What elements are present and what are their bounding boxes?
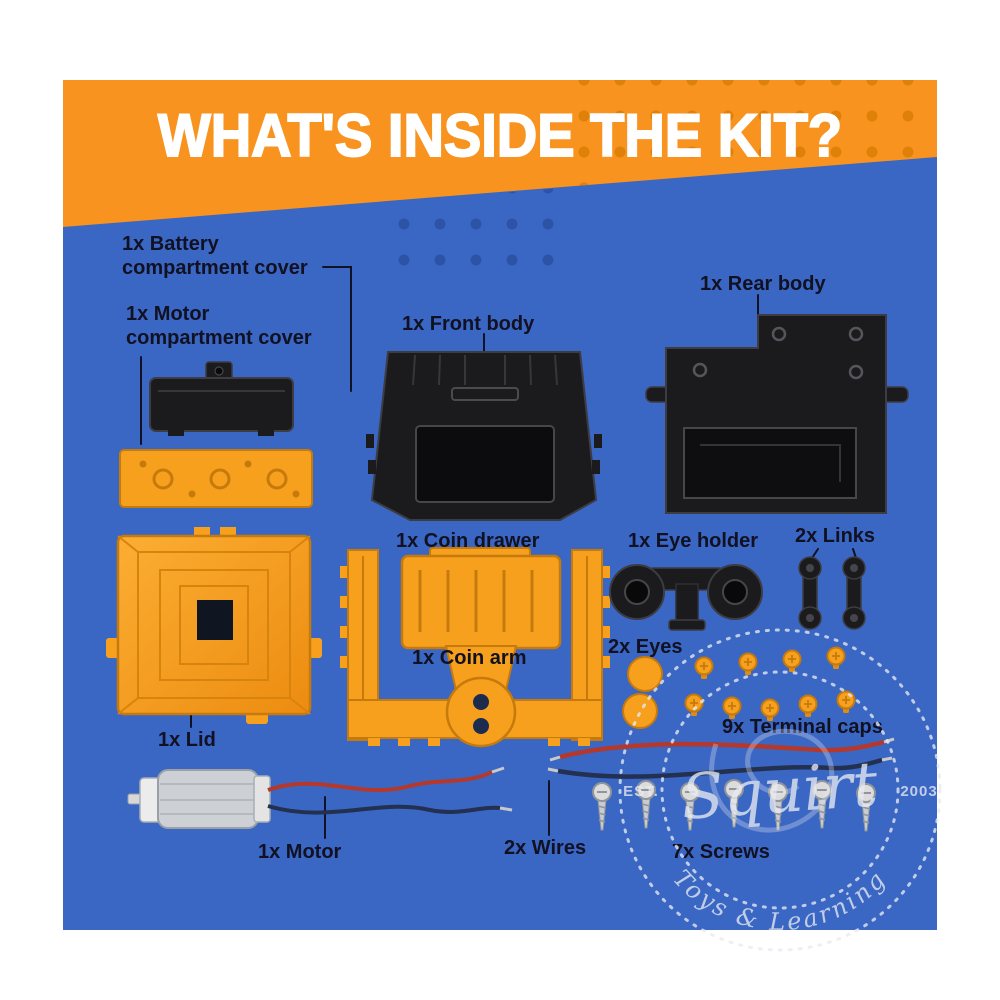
part-battery-compartment-cover (149, 361, 294, 436)
label-motor: 1x Motor (258, 841, 342, 863)
label-battery-compartment-cover: 1x Battery compartment cover (122, 233, 308, 279)
part-eye-holder (609, 564, 763, 631)
label-motor-compartment-cover: 1x Motor compartment cover (126, 303, 312, 349)
part-front-body (366, 351, 602, 521)
label-wires: 2x Wires (504, 837, 587, 859)
label-eye-holder: 1x Eye holder (628, 530, 759, 552)
part-rear-body (645, 314, 909, 514)
label-rear-body: 1x Rear body (700, 273, 826, 295)
label-links: 2x Links (795, 525, 876, 547)
label-lid: 1x Lid (158, 729, 216, 751)
label-screws: 7x Screws (672, 841, 770, 863)
label-eyes: 2x Eyes (608, 636, 683, 658)
label-front-body: 1x Front body (402, 313, 535, 335)
part-links (798, 556, 866, 630)
label-coin-arm: 1x Coin arm (412, 647, 527, 669)
part-coin-arm (444, 645, 518, 748)
page-title: WHAT'S INSIDE THE KIT? (157, 100, 843, 170)
part-terminal-caps (684, 646, 856, 722)
part-lid (106, 527, 322, 724)
part-motor-compartment-cover (119, 449, 313, 508)
part-motor (127, 766, 513, 829)
part-eyes (622, 656, 663, 729)
part-screws (592, 779, 876, 832)
part-coin-drawer (400, 547, 562, 650)
label-coin-drawer: 1x Coin drawer (396, 530, 540, 552)
part-wires (547, 737, 895, 779)
label-terminal-caps: 9x Terminal caps (722, 716, 883, 738)
